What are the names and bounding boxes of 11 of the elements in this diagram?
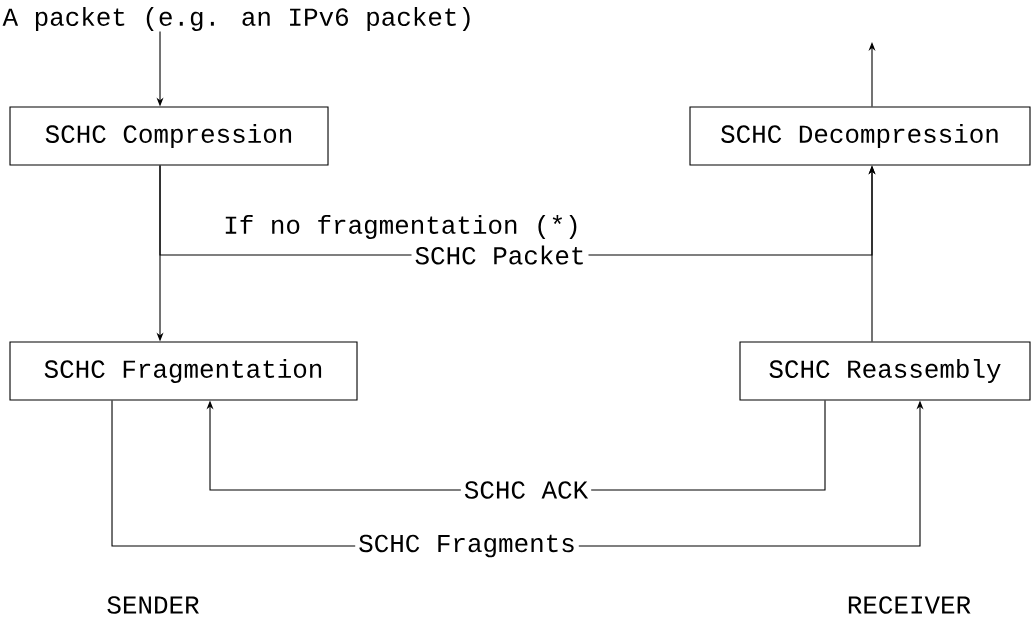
process-box: SCHC Decompression [689, 106, 1031, 166]
input-text: A packet (e.g. an IPv6 packet) [2, 6, 470, 32]
label-text: RECEIVER [848, 596, 971, 614]
edge-label: SCHC ACK [460, 478, 592, 502]
process-box: SCHC Reassembly [739, 341, 1031, 401]
process-box: SCHC Compression [9, 106, 329, 166]
edge-label: SCHC Fragments [355, 531, 579, 561]
process-box: SCHC Fragmentation [9, 341, 358, 401]
label-text: If no fragmentation (*) [225, 214, 577, 240]
edge-label: SCHC Packet [411, 242, 589, 268]
label-text: SENDER [107, 596, 199, 614]
